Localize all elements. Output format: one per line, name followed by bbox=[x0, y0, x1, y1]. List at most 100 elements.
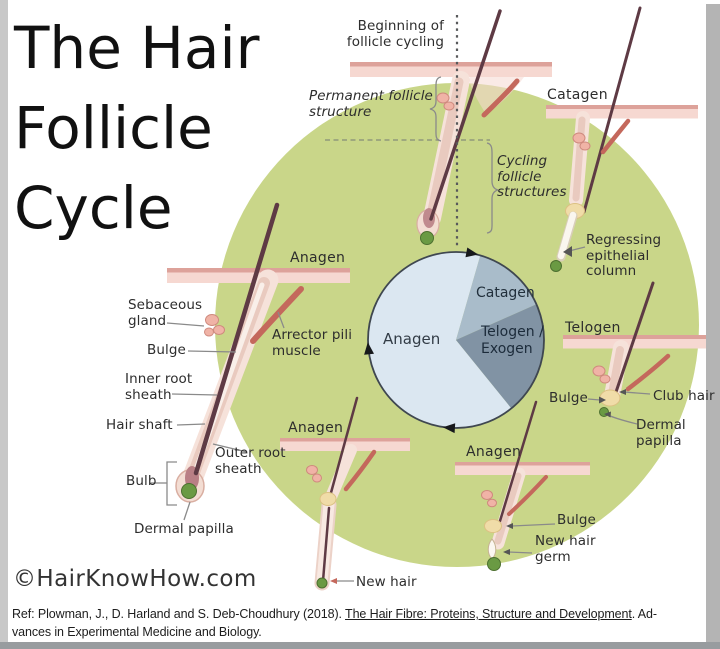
dermal-papilla-pointer bbox=[183, 501, 191, 521]
left-border-strip bbox=[0, 0, 8, 642]
bulge-shape bbox=[599, 389, 621, 407]
bottom-border-bar bbox=[0, 642, 720, 649]
sebaceous-gland-blob bbox=[481, 490, 493, 500]
sebaceous-gland-blob bbox=[599, 374, 611, 384]
hair-shaft-pointer bbox=[176, 423, 206, 426]
sebaceous-gland-blob bbox=[592, 365, 606, 377]
label-hair-shaft: Hair shaft bbox=[106, 417, 173, 433]
label-new-hair-germ: New hair germ bbox=[535, 533, 596, 565]
pie-label-catagen: Catagen bbox=[476, 285, 535, 301]
label-anagen-left-stage: Anagen bbox=[290, 250, 346, 266]
page-title-line-2: Follicle bbox=[14, 94, 213, 162]
arrector-pili-muscle-shape bbox=[625, 353, 671, 392]
label-inner-root-sheath: Inner root sheath bbox=[125, 371, 193, 403]
skin-band bbox=[546, 109, 698, 119]
sebaceous-gland-blob bbox=[312, 473, 322, 483]
pie-outline-ring bbox=[367, 251, 545, 429]
cycle-arrow-icon bbox=[364, 342, 374, 355]
skin-band-edge bbox=[350, 62, 552, 67]
right-border-strip bbox=[706, 4, 720, 643]
dermal-papilla-dot bbox=[487, 557, 501, 571]
catagen-follicle-illustration bbox=[546, 6, 698, 272]
pie-label-telogen-exogen: Telogen / Exogen bbox=[481, 324, 544, 357]
sebaceous-gland-pointer bbox=[166, 322, 205, 327]
follicle-inner-sheath bbox=[494, 472, 522, 545]
sebaceous-gland-blob bbox=[487, 498, 497, 508]
label-regressing-epithelial-column: Regressing epithelial column bbox=[586, 232, 662, 279]
label-bulge-right: Bulge bbox=[549, 390, 588, 406]
label-telogen-stage: Telogen bbox=[565, 320, 621, 336]
label-dermal-papilla-left: Dermal papilla bbox=[134, 521, 234, 537]
outer-root-sheath-pointer bbox=[212, 443, 248, 453]
bulge-pointer bbox=[187, 350, 237, 353]
pointer-arrow-icon bbox=[503, 549, 510, 555]
citation-line2: vances in Experimental Medicine and Biol… bbox=[12, 625, 262, 639]
hair-shaft-line bbox=[429, 9, 502, 221]
skin-band bbox=[563, 339, 720, 349]
club-hair-line bbox=[614, 281, 655, 394]
sebaceous-gland-blob bbox=[579, 141, 591, 151]
cycling-structure-brace bbox=[486, 142, 499, 234]
sebaceous-gland-blob bbox=[572, 132, 586, 144]
club-hair-pointer bbox=[623, 391, 651, 395]
label-outer-root-sheath: Outer root sheath bbox=[215, 445, 286, 477]
arrector-pili-muscle-shape bbox=[343, 449, 377, 492]
skin-band-edge bbox=[563, 335, 720, 339]
label-dermal-papilla-right: Dermal papilla bbox=[636, 417, 686, 449]
skin-band-edge bbox=[546, 105, 698, 109]
dermal-papilla-dot bbox=[181, 483, 197, 499]
label-bulb: Bulb bbox=[126, 473, 157, 489]
pointer-arrow-icon bbox=[604, 411, 611, 418]
new-hair-germ-pointer bbox=[507, 551, 533, 554]
pointer-arrow-icon bbox=[619, 389, 626, 395]
cycle-arrow-icon bbox=[465, 247, 479, 258]
arrector-pili-pointer bbox=[277, 311, 285, 329]
hair-shaft-line bbox=[193, 202, 280, 476]
label-anagen-bottom-right-stage: Anagen bbox=[466, 444, 522, 460]
follicle-inner-sheath bbox=[426, 77, 464, 220]
page-title-line-3: Cycle bbox=[14, 174, 173, 242]
sebaceous-gland-blob bbox=[205, 314, 219, 326]
follicle-inner-sheath bbox=[608, 346, 624, 398]
reference-citation: Ref: Plowman, J., D. Harland and S. Deb-… bbox=[12, 605, 712, 641]
page-title-line-1: The Hair bbox=[14, 14, 260, 82]
label-bulge-bottom: Bulge bbox=[557, 512, 596, 528]
permanent-structure-brace bbox=[429, 76, 442, 142]
inner-root-sheath-pointer bbox=[171, 393, 218, 396]
bulge-shape bbox=[484, 519, 502, 533]
bulge-pointer bbox=[587, 398, 601, 401]
label-beginning-of-follicle-cycling: Beginning of follicle cycling bbox=[346, 18, 444, 50]
pointer-arrow-icon bbox=[599, 396, 606, 404]
pie-slice-telogen-exogen bbox=[456, 304, 545, 409]
skin-band-edge bbox=[455, 462, 590, 466]
regressing-column bbox=[557, 211, 577, 260]
pointer-arrow-icon bbox=[330, 578, 337, 584]
label-arrector-pili-muscle: Arrector pili muscle bbox=[272, 327, 353, 359]
new-hair-line bbox=[321, 506, 331, 583]
hair-shaft-line bbox=[327, 396, 359, 502]
dermal-papilla-dot bbox=[316, 577, 328, 589]
anagen-follicle-left-illustration bbox=[151, 202, 350, 521]
anagen-new-hair-follicle-illustration bbox=[280, 396, 410, 591]
cycle-arrow-icon bbox=[442, 423, 456, 434]
watermark-hairknowhow: ©HairKnowHow.com bbox=[13, 566, 257, 592]
label-new-hair: New hair bbox=[356, 574, 417, 590]
sebaceous-gland-blob bbox=[204, 327, 214, 337]
arrector-pili-muscle-shape bbox=[250, 286, 304, 344]
dermal-papilla-dot bbox=[420, 231, 434, 245]
label-club-hair: Club hair bbox=[653, 388, 715, 404]
sebaceous-gland-blob bbox=[436, 92, 450, 104]
bulge-pointer bbox=[511, 523, 556, 527]
bulge-shape bbox=[319, 492, 337, 506]
label-bulge-left: Bulge bbox=[147, 342, 186, 358]
label-permanent-follicle-structure: Permanent follicle structure bbox=[309, 88, 433, 120]
follicle-tube bbox=[325, 444, 357, 503]
pointer-arrow-icon bbox=[563, 246, 572, 257]
citation-suffix: . Ad- bbox=[631, 607, 657, 621]
pie-slice-anagen bbox=[368, 251, 512, 428]
hair-shaft-line bbox=[498, 400, 538, 523]
cycle-pie-chart bbox=[364, 247, 545, 434]
pie-label-anagen: Anagen bbox=[383, 330, 441, 348]
